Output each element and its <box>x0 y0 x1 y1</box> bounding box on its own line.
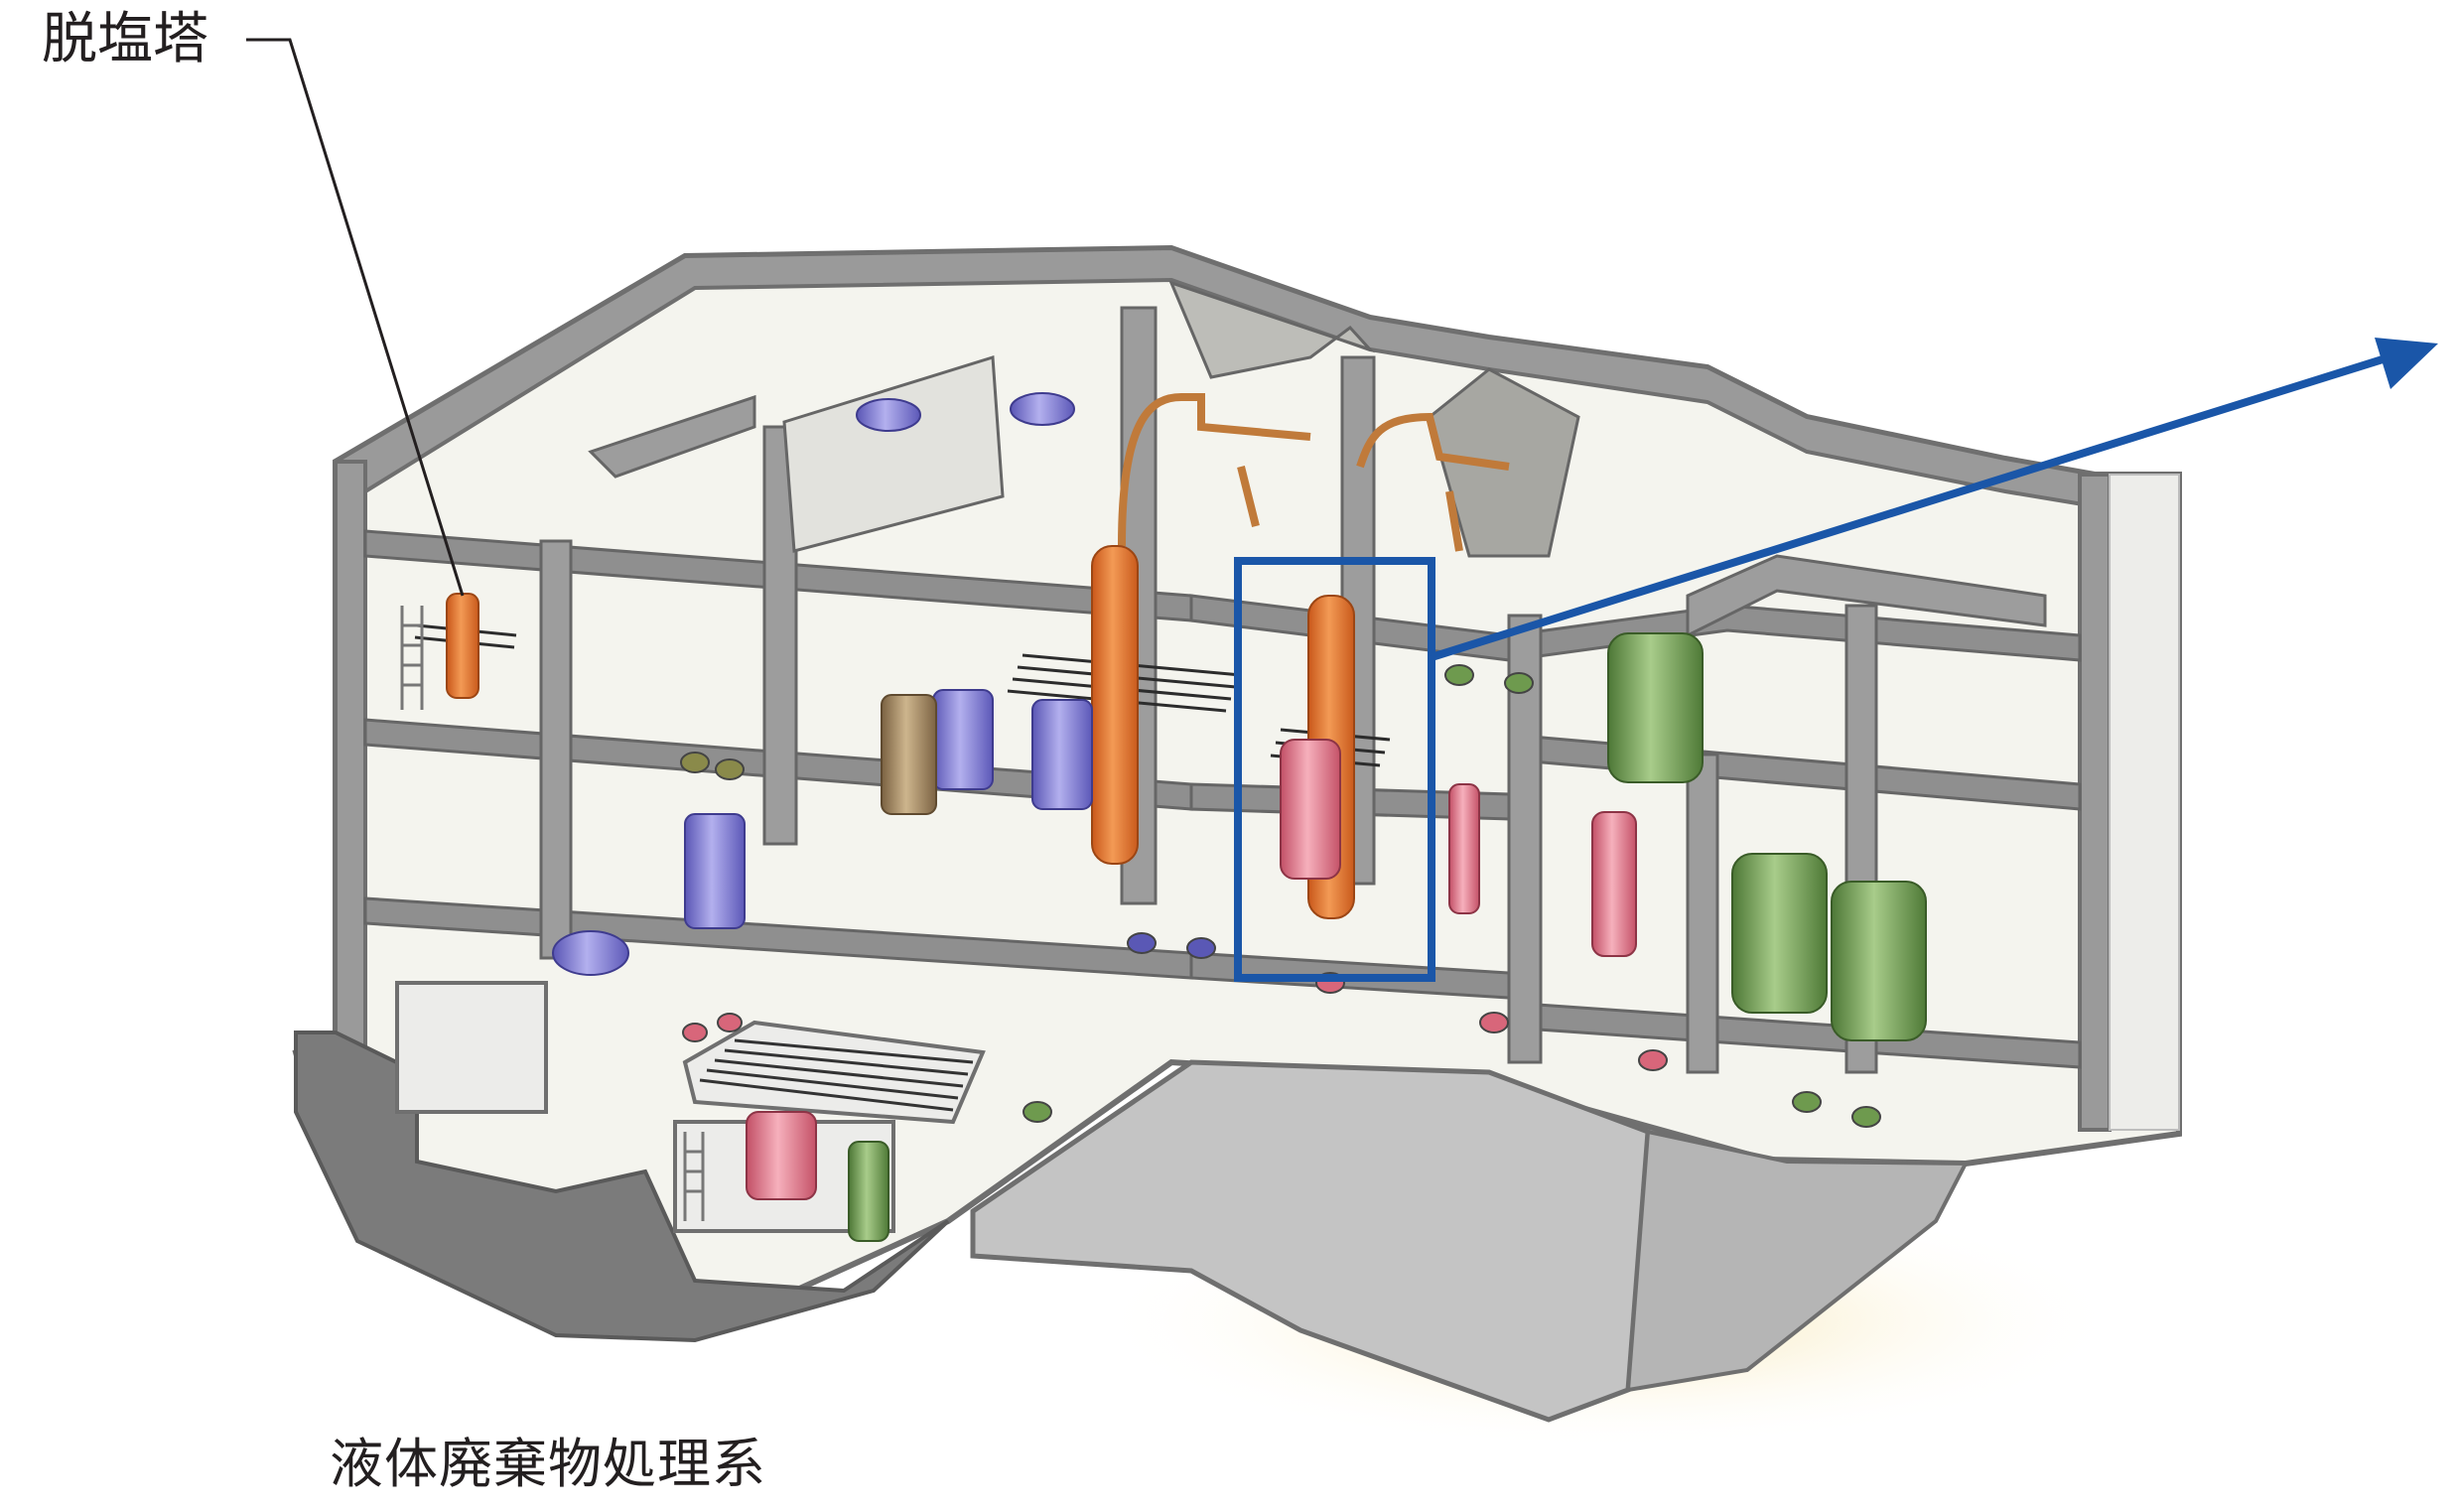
highlight-frame <box>1234 557 1435 982</box>
green-tanks <box>848 632 1927 1242</box>
underground-structure <box>294 1031 1970 1423</box>
brown-tank <box>881 694 937 815</box>
demineralizer-tower-small <box>446 593 479 699</box>
pumps <box>680 664 1881 1128</box>
pink-tanks <box>746 739 1637 1200</box>
arrow-right-up-icon <box>1430 338 2438 661</box>
callout-leader <box>246 38 465 597</box>
pipework <box>1118 393 1510 552</box>
liquid-waste-system-caption: 液体廃棄物処理系 <box>330 1433 766 1495</box>
demineralizer-tower-label: 脱塩塔 <box>42 7 208 71</box>
ladders <box>400 606 705 1221</box>
